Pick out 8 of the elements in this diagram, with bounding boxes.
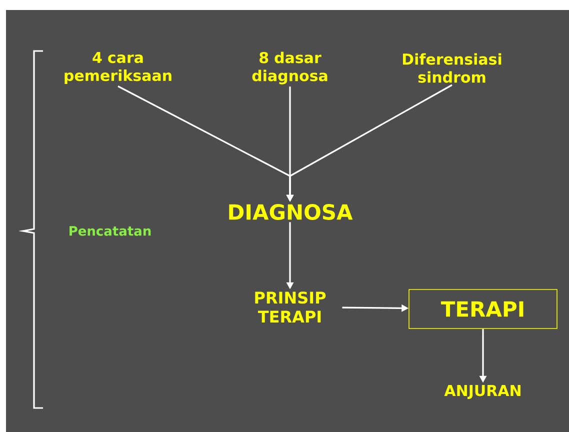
label-text: Pencatatan [70, 226, 151, 236]
node-text: 8 dasar diagnosa [252, 52, 328, 84]
node-text: 4 cara pemeriksaan [64, 52, 172, 84]
node-text: PRINSIP TERAPI [255, 292, 326, 322]
node-text: ANJURAN [444, 385, 520, 399]
node-text: Diferensiasi sindrom [402, 53, 502, 83]
node-text: DIAGNOSA [229, 204, 353, 220]
process-box: TERAPI [408, 289, 558, 329]
